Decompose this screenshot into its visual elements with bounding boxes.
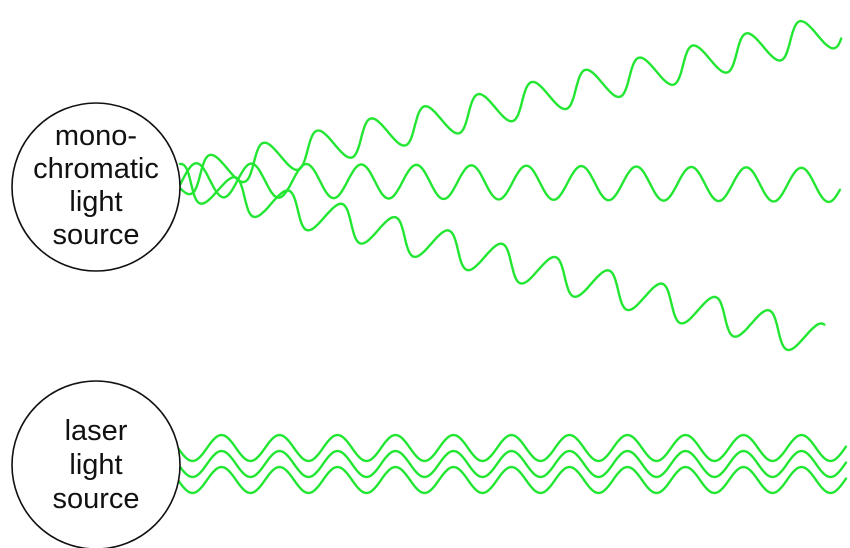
- monochromatic-light-source: mono- chromatic light source: [11, 19, 843, 352]
- monochromatic-label-line-2: chromatic: [33, 153, 159, 185]
- monochromatic-label-line-3: light: [69, 186, 122, 218]
- laser-label-line-3: source: [52, 483, 139, 515]
- laser-wave-3: [176, 465, 848, 495]
- laser-wave-1: [176, 433, 848, 463]
- laser-label-line-1: laser: [65, 415, 128, 447]
- laser-light-source: laser light source: [11, 380, 848, 548]
- monochromatic-label-line-1: mono-: [55, 120, 137, 152]
- monochromatic-label-line-4: source: [52, 219, 139, 251]
- mono-wave-down: [178, 162, 826, 352]
- monochromatic-waves: [174, 19, 843, 352]
- mono-wave-up: [175, 19, 843, 196]
- mono-wave-middle: [174, 162, 842, 204]
- laser-source-circle: [11, 380, 181, 548]
- laser-label-line-2: light: [69, 449, 122, 481]
- laser-waves: [176, 433, 848, 495]
- monochromatic-source-circle: [11, 102, 181, 272]
- laser-wave-2: [176, 449, 848, 479]
